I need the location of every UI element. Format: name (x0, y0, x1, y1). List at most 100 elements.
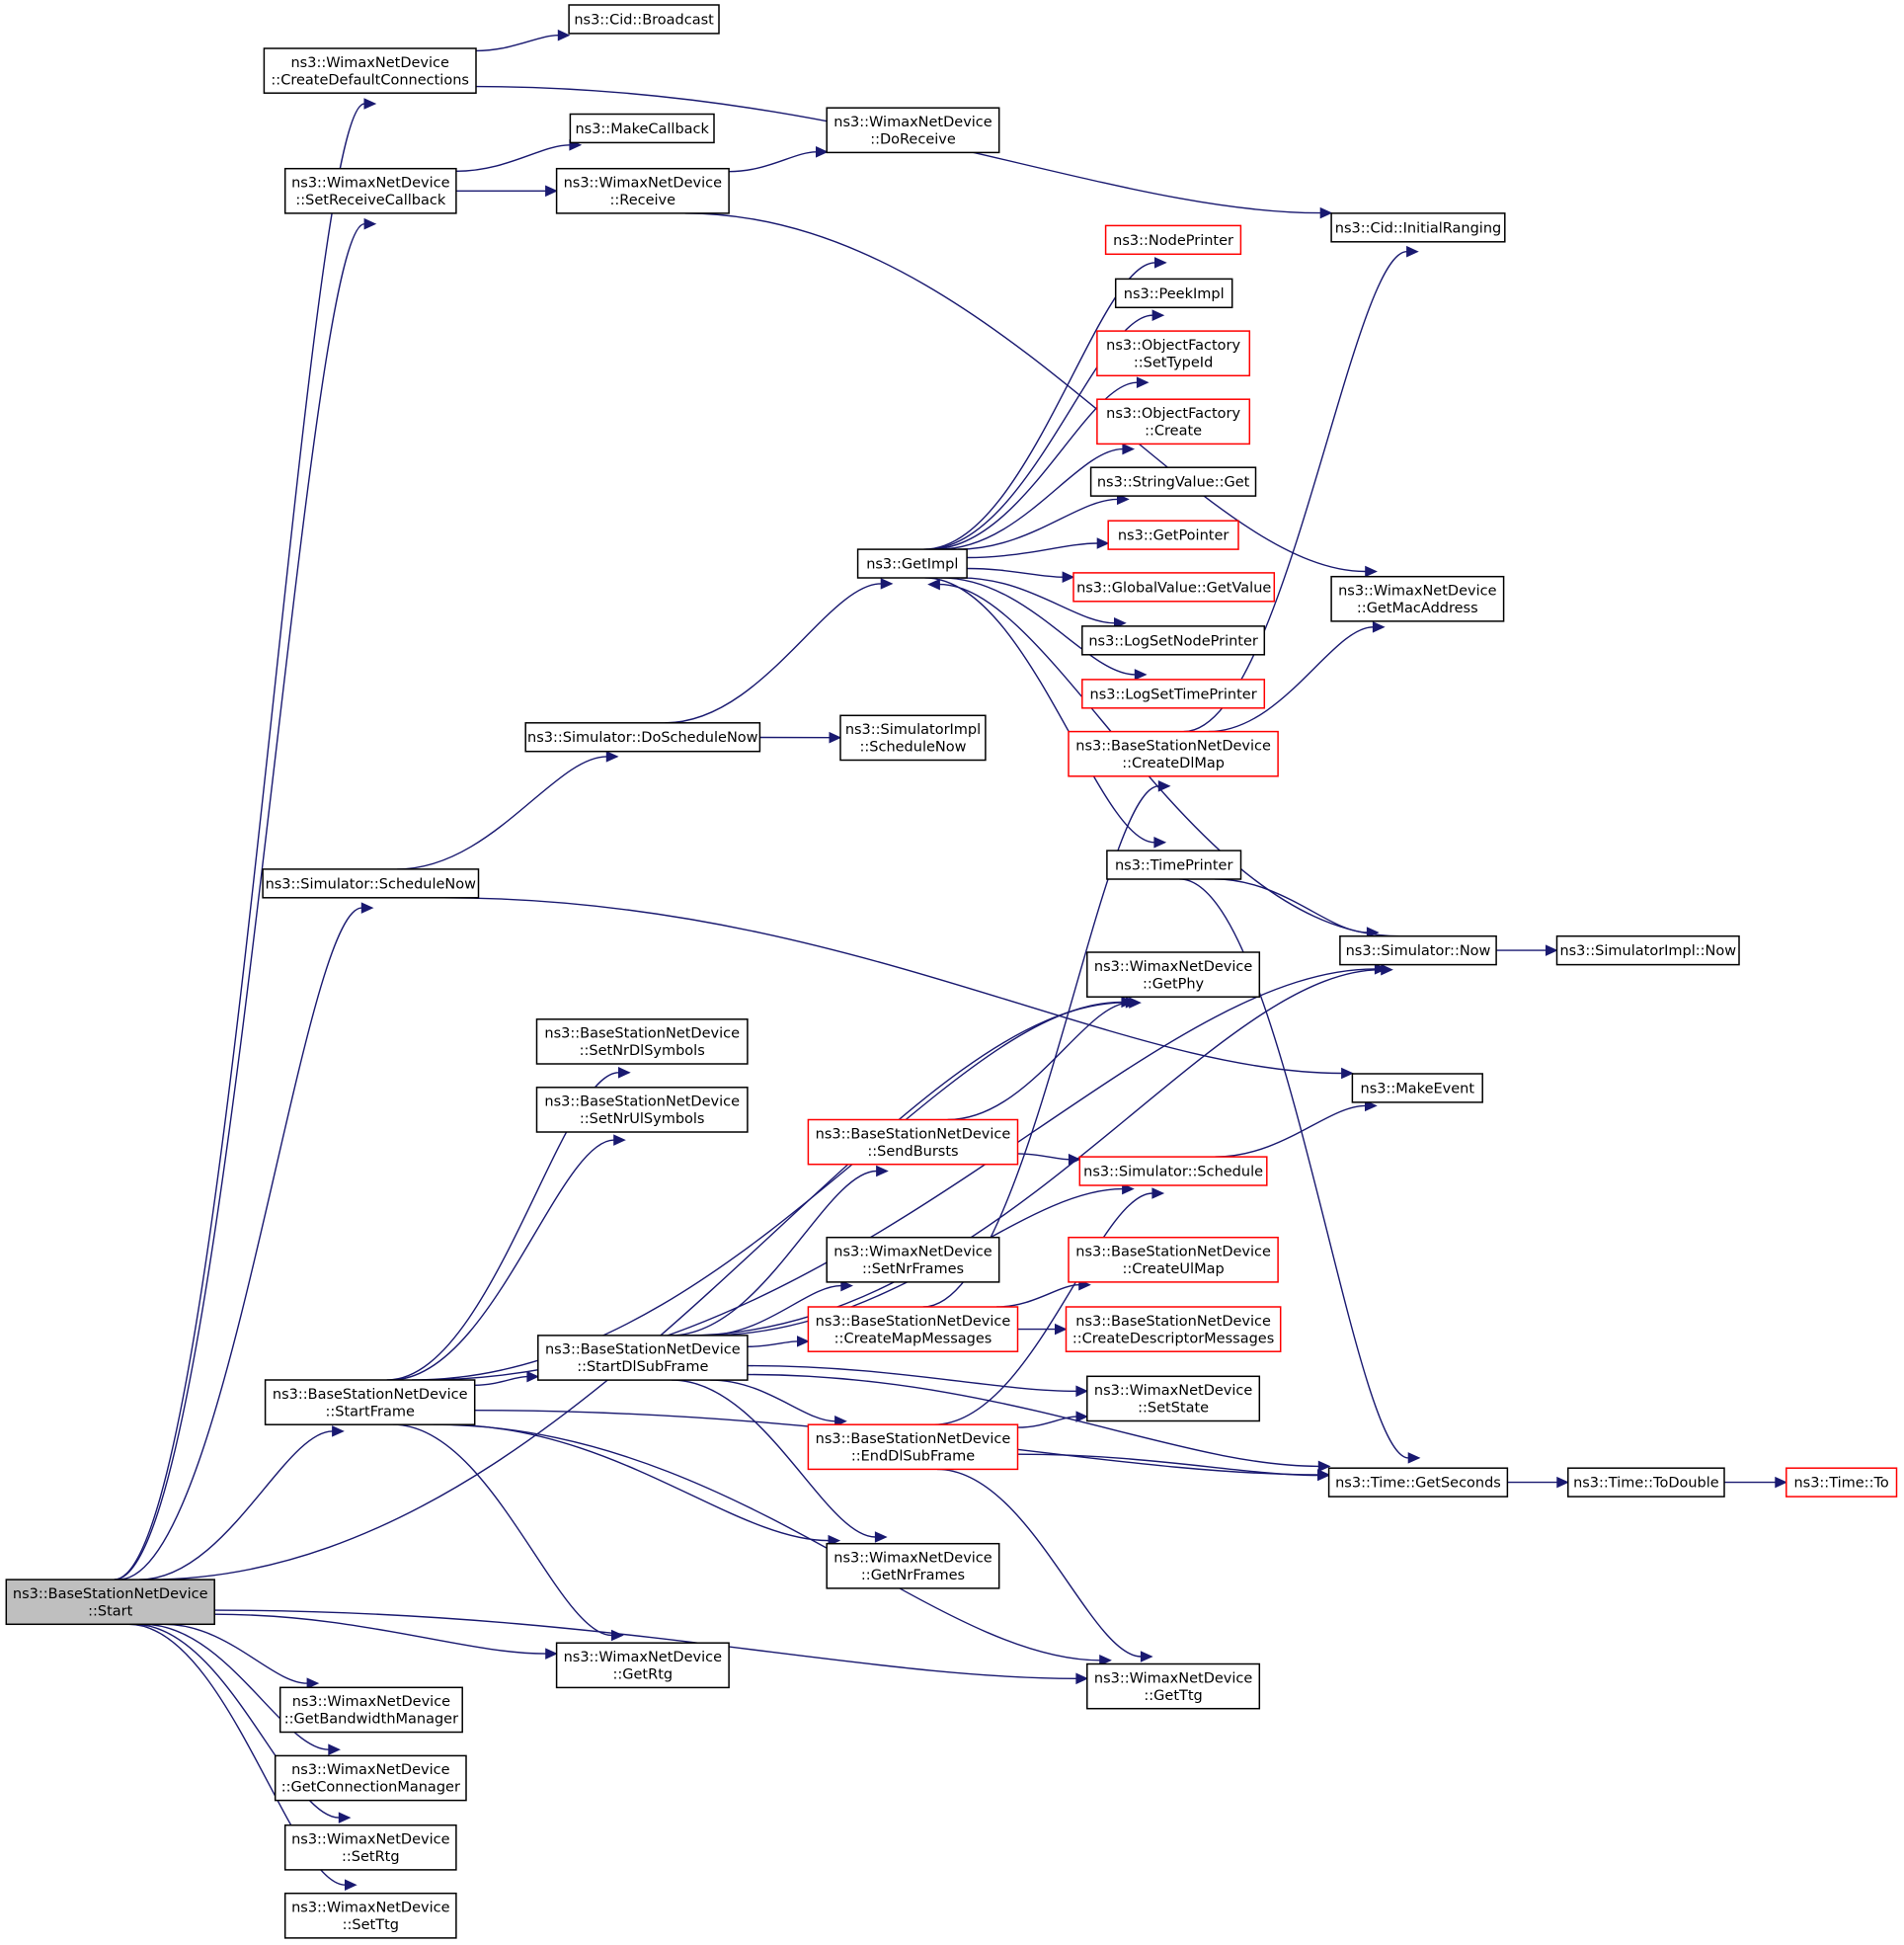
node-box (1081, 679, 1266, 709)
edge-start-to-set_receive_callback (114, 217, 377, 1580)
node-box (826, 1236, 1000, 1283)
node-get-mac-address[interactable]: ns3::WimaxNetDevice::GetMacAddress (1330, 575, 1505, 622)
node-receive[interactable]: ns3::WimaxNetDevice::Receive (555, 167, 730, 214)
node-box (839, 714, 987, 762)
node-box (807, 1423, 1019, 1471)
node-cid-initial-ranging[interactable]: ns3::Cid::InitialRanging (1330, 212, 1506, 243)
node-box (264, 1379, 476, 1425)
node-label: ::SetNrUlSymbols (580, 1111, 705, 1127)
node-get-bandwidth-manager[interactable]: ns3::WimaxNetDevice::GetBandwidthManager (278, 1686, 463, 1734)
node-end-dl-sub-frame[interactable]: ns3::BaseStationNetDevice::EndDlSubFrame (807, 1423, 1019, 1471)
node-log-set-time-printer[interactable]: ns3::LogSetTimePrinter (1081, 679, 1266, 709)
node-label: ns3::WimaxNetDevice (833, 1245, 992, 1260)
node-box (1785, 1467, 1898, 1498)
edge-end_dl_sub_frame-to-set_state (1017, 1411, 1089, 1428)
node-do-receive[interactable]: ns3::WimaxNetDevice::DoReceive (826, 107, 1000, 154)
node-label: ns3::Simulator::Now (1346, 943, 1491, 959)
node-of-set-type-id[interactable]: ns3::ObjectFactory::SetTypeId (1096, 330, 1251, 377)
edge-start-to-set_ttg (128, 1623, 357, 1891)
node-send-bursts[interactable]: ns3::BaseStationNetDevice::SendBursts (807, 1118, 1019, 1166)
node-box (1078, 1156, 1268, 1186)
node-set-nr-ul-symbols[interactable]: ns3::BaseStationNetDevice::SetNrUlSymbol… (535, 1087, 749, 1133)
node-box (826, 107, 1000, 154)
node-do-schedule-now[interactable]: ns3::Simulator::DoScheduleNow (524, 722, 761, 753)
node-global-value-get-value[interactable]: ns3::GlobalValue::GetValue (1072, 572, 1276, 603)
node-label: ns3::WimaxNetDevice (1094, 1670, 1252, 1686)
edge-do_schedule_now-to-simimpl_schedule_now (759, 731, 842, 744)
node-make-event[interactable]: ns3::MakeEvent (1351, 1073, 1483, 1103)
node-box (274, 1754, 467, 1802)
edge-time_to_double-to-time_to (1724, 1476, 1788, 1489)
node-label: ::DoReceive (870, 132, 956, 148)
edge-start_dl_sub_frame-to-get_nr_frames (672, 1379, 888, 1543)
node-node-printer[interactable]: ns3::NodePrinter (1104, 224, 1242, 256)
node-box (555, 1642, 730, 1689)
node-create-dl-map[interactable]: ns3::BaseStationNetDevice::CreateDlMap (1068, 730, 1279, 777)
node-set-receive-callback[interactable]: ns3::WimaxNetDevice::SetReceiveCallback (283, 167, 457, 214)
node-time-printer[interactable]: ns3::TimePrinter (1106, 850, 1242, 880)
node-get-phy[interactable]: ns3::WimaxNetDevice::GetPhy (1086, 951, 1261, 998)
edge-get_impl-to-time_printer (924, 577, 1167, 849)
node-get-pointer[interactable]: ns3::GetPointer (1107, 520, 1239, 550)
node-simulator-now[interactable]: ns3::Simulator::Now (1339, 934, 1497, 966)
node-get-connection-manager[interactable]: ns3::WimaxNetDevice::GetConnectionManage… (274, 1754, 467, 1802)
node-label: ::CreateDefaultConnections (271, 72, 469, 88)
node-label: ns3::StringValue::Get (1097, 475, 1250, 491)
node-time-to-double[interactable]: ns3::Time::ToDouble (1567, 1467, 1725, 1498)
node-box (1065, 1306, 1282, 1352)
node-get-rtg[interactable]: ns3::WimaxNetDevice::GetRtg (555, 1642, 730, 1689)
node-label: ns3::BaseStationNetDevice (816, 1314, 1011, 1330)
node-set-nr-dl-symbols[interactable]: ns3::BaseStationNetDevice::SetNrDlSymbol… (535, 1018, 749, 1065)
edge-create_map_messages-to-create_ul_map (996, 1278, 1091, 1308)
node-set-rtg[interactable]: ns3::WimaxNetDevice::SetRtg (283, 1823, 457, 1871)
node-string-value-get[interactable]: ns3::StringValue::Get (1089, 466, 1257, 497)
edge-get_impl-to-of_set_type_id (929, 376, 1150, 550)
node-get-impl[interactable]: ns3::GetImpl (856, 548, 968, 579)
node-get-nr-frames[interactable]: ns3::WimaxNetDevice::GetNrFrames (826, 1542, 1000, 1589)
node-log-set-node-printer[interactable]: ns3::LogSetNodePrinter (1081, 625, 1266, 656)
node-start-dl-sub-frame[interactable]: ns3::BaseStationNetDevice::StartDlSubFra… (537, 1335, 749, 1381)
edge-send_bursts-to-simulator_schedule (1017, 1153, 1081, 1166)
node-cid-broadcast[interactable]: ns3::Cid::Broadcast (568, 4, 720, 35)
node-schedule-now[interactable]: ns3::Simulator::ScheduleNow (262, 868, 480, 899)
node-label: ns3::BaseStationNetDevice (273, 1387, 468, 1403)
nodes-layer: ns3::BaseStationNetDevice::Startns3::Wim… (5, 4, 1898, 1939)
node-label: ::GetRtg (613, 1667, 674, 1683)
node-make-callback[interactable]: ns3::MakeCallback (569, 113, 715, 144)
node-create-map-messages[interactable]: ns3::BaseStationNetDevice::CreateMapMess… (807, 1306, 1019, 1352)
node-set-ttg[interactable]: ns3::WimaxNetDevice::SetTtg (283, 1892, 457, 1939)
node-simimpl-schedule-now[interactable]: ns3::SimulatorImpl::ScheduleNow (839, 714, 987, 762)
node-get-ttg[interactable]: ns3::WimaxNetDevice::GetTtg (1086, 1662, 1261, 1710)
edge-simulator_now-to-simimpl_now (1496, 944, 1558, 956)
node-label: ::CreateUlMap (1122, 1261, 1224, 1277)
node-label: ns3::Time::GetSeconds (1335, 1476, 1501, 1492)
node-label: ns3::TimePrinter (1115, 858, 1233, 874)
node-of-create[interactable]: ns3::ObjectFactory::Create (1096, 398, 1251, 446)
node-simimpl-now[interactable]: ns3::SimulatorImpl::Now (1555, 934, 1740, 966)
node-time-get-seconds[interactable]: ns3::Time::GetSeconds (1327, 1467, 1509, 1498)
node-label: ns3::GlobalValue::GetValue (1076, 580, 1271, 596)
node-label: ::Start (88, 1604, 133, 1620)
edge-time_get_seconds-to-time_to_double (1507, 1476, 1570, 1489)
node-label: ns3::Time::To (1793, 1476, 1888, 1492)
node-start[interactable]: ns3::BaseStationNetDevice::Start (5, 1579, 215, 1626)
node-simulator-schedule[interactable]: ns3::Simulator::Schedule (1078, 1156, 1268, 1186)
node-set-state[interactable]: ns3::WimaxNetDevice::SetState (1086, 1375, 1261, 1422)
node-label: ::SendBursts (867, 1144, 958, 1160)
node-box (535, 1018, 749, 1065)
node-create-descriptor-messages[interactable]: ns3::BaseStationNetDevice::CreateDescrip… (1065, 1306, 1282, 1352)
node-start-frame[interactable]: ns3::BaseStationNetDevice::StartFrame (264, 1379, 476, 1425)
node-create-default-connections[interactable]: ns3::WimaxNetDevice::CreateDefaultConnec… (263, 47, 477, 94)
edge-start-to-set_rtg (133, 1623, 352, 1823)
node-box (1081, 625, 1266, 656)
node-label: ::GetTtg (1144, 1688, 1202, 1704)
node-box (1339, 934, 1497, 966)
node-create-ul-map[interactable]: ns3::BaseStationNetDevice::CreateUlMap (1068, 1236, 1279, 1283)
node-label: ns3::BaseStationNetDevice (13, 1586, 208, 1602)
node-set-nr-frames[interactable]: ns3::WimaxNetDevice::SetNrFrames (826, 1236, 1000, 1283)
node-label: ns3::ObjectFactory (1106, 338, 1240, 354)
node-box (1096, 398, 1251, 446)
node-time-to[interactable]: ns3::Time::To (1785, 1467, 1898, 1498)
node-peek-impl[interactable]: ns3::PeekImpl (1114, 278, 1233, 309)
